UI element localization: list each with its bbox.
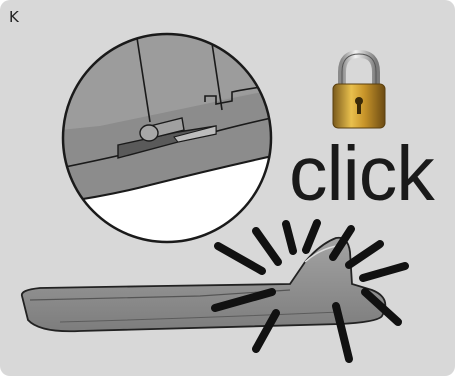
click-label: click (289, 136, 434, 213)
magnified-detail (40, 20, 300, 260)
padlock-icon (333, 54, 385, 128)
device-part (22, 238, 386, 331)
